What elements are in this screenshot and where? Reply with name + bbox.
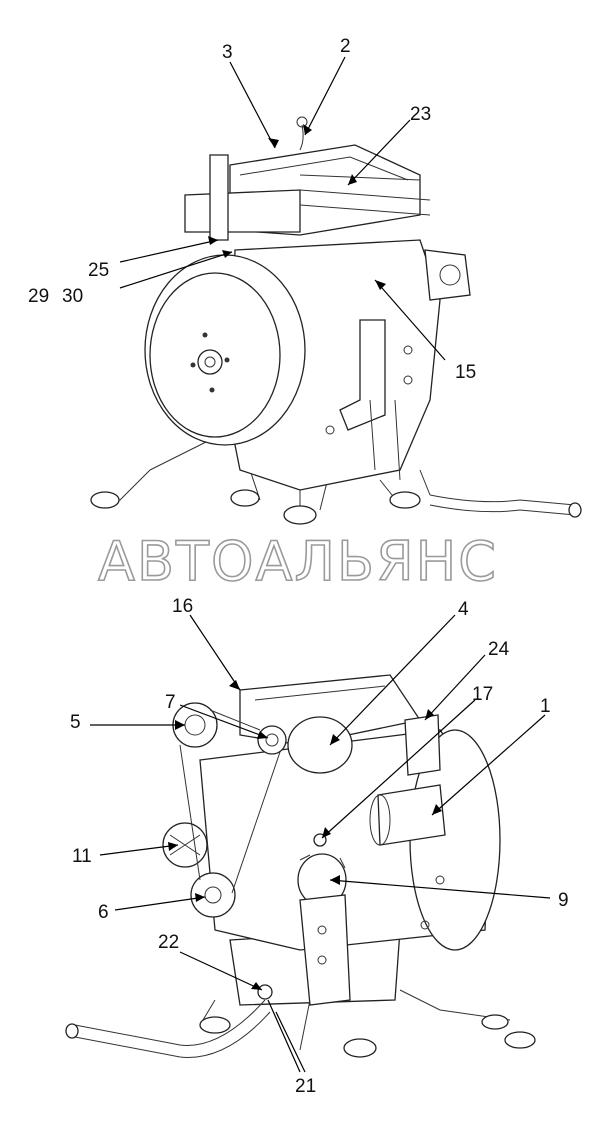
callout-22: 22 [158,932,179,953]
callout-17: 17 [472,684,493,705]
callout-11: 11 [72,846,92,867]
leader-21b [275,1011,306,1073]
leader-15 [374,279,446,361]
leader-25 [119,239,219,263]
callout-9: 9 [558,890,569,911]
callout-3: 3 [222,42,233,63]
callout-23: 23 [410,104,431,125]
callout-25: 25 [88,260,109,281]
callout-16: 16 [172,596,193,617]
leader-23 [347,119,411,186]
callout-29: 29 [28,286,49,307]
callout-6: 6 [98,902,109,923]
leader-6 [114,896,206,911]
callout-7: 7 [165,692,176,713]
engine-top-view: 3 2 23 25 29 30 15 [28,36,582,525]
leader-16 [189,614,241,691]
callout-5: 5 [70,712,81,733]
watermark-text: АВТОАЛЬЯНС [98,530,498,593]
leader-1 [431,714,546,816]
leader-2 [304,56,346,136]
engine-bottom-view: 16 4 24 7 17 1 5 11 6 9 22 21 [65,596,569,1097]
callout-15: 15 [455,362,476,383]
leader-22 [179,951,263,991]
callout-24: 24 [488,639,510,660]
callout-4: 4 [458,599,469,620]
leader-30 [119,251,233,289]
leader-4 [329,614,456,746]
callout-30: 30 [62,286,83,307]
leader-17 [321,699,476,839]
leader-9 [329,879,551,899]
callout-21: 21 [295,1076,316,1097]
leader-11 [99,844,179,856]
leader-21a [267,999,301,1073]
leader-3 [229,61,276,149]
leader-24 [424,654,486,721]
leader-7 [179,704,269,739]
callout-2: 2 [340,36,351,57]
callout-1: 1 [540,696,551,717]
